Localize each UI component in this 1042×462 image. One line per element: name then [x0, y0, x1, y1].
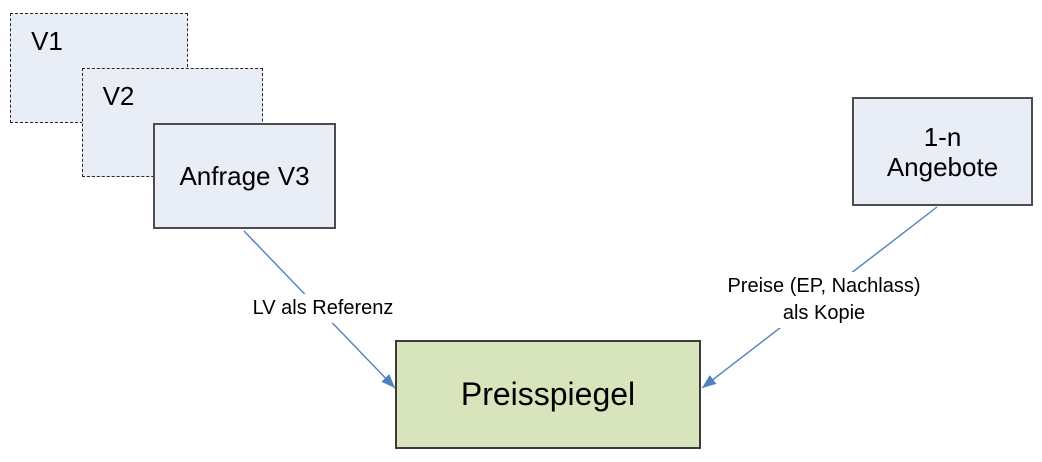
- node-anfrage-v3-label: Anfrage V3: [179, 161, 310, 191]
- node-angebote: 1-n Angebote: [852, 97, 1033, 206]
- node-preisspiegel: Preisspiegel: [395, 340, 701, 449]
- edge-label-lv-als-referenz: LV als Referenz: [240, 294, 406, 323]
- node-v1-label: V1: [31, 26, 63, 56]
- node-angebote-label: 1-n Angebote: [886, 121, 999, 182]
- edge-label-preise-als-kopie: Preise (EP, Nachlass) als Kopie: [708, 272, 940, 328]
- node-preisspiegel-label: Preisspiegel: [460, 376, 636, 412]
- node-v2-label: V2: [102, 81, 135, 111]
- node-anfrage-v3: Anfrage V3: [153, 123, 336, 229]
